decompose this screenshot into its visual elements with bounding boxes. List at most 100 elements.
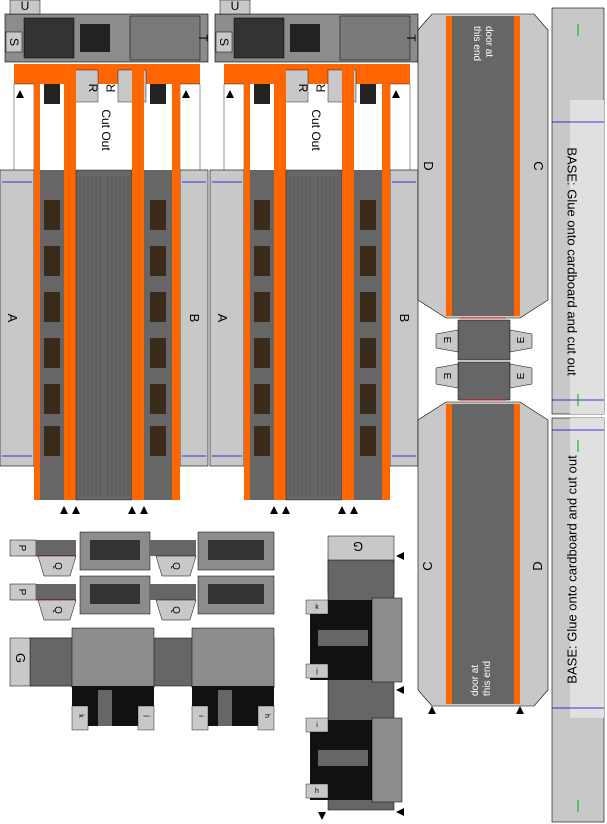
base-strip bbox=[551, 7, 605, 823]
car-2-side-a-label: A bbox=[215, 313, 230, 323]
car-1-guides bbox=[2, 181, 206, 457]
car-2-r2-label: R bbox=[314, 83, 328, 93]
q-label-1: Q bbox=[52, 562, 63, 570]
car-2-u-label: U bbox=[230, 0, 240, 13]
g-label-left: G bbox=[13, 652, 28, 664]
small-label-j-left: j bbox=[143, 715, 150, 717]
small-label-h-right: h bbox=[315, 788, 319, 795]
e-tab-3-label: E bbox=[441, 372, 452, 380]
car-2-grille-l bbox=[254, 84, 270, 104]
p-bar-3 bbox=[150, 584, 196, 600]
e-tab-2 bbox=[509, 329, 533, 353]
vbogie-inner-1 bbox=[318, 630, 368, 646]
car-2-t-label: T bbox=[404, 34, 418, 42]
small-label-k-left: k bbox=[77, 714, 84, 718]
car-2-side-b-label: B bbox=[397, 313, 412, 323]
small-tab-i-left bbox=[191, 705, 209, 731]
bogie-3-dark bbox=[90, 584, 140, 604]
cd-lower-d-label: D bbox=[530, 561, 545, 571]
e-tab-3 bbox=[435, 363, 459, 389]
bogie-1-dark bbox=[90, 540, 140, 560]
car-1-outer-orange-r bbox=[172, 64, 180, 500]
car-1-unfold bbox=[0, 0, 209, 514]
car-2-windows-right bbox=[360, 200, 376, 456]
cd-strip bbox=[417, 13, 549, 714]
p-label-2: P bbox=[16, 588, 27, 596]
cd-arrows bbox=[428, 706, 524, 714]
car-1-body-right-orange bbox=[132, 64, 144, 500]
car-2-grille-r bbox=[360, 84, 376, 104]
bogie-lower-1-inner bbox=[98, 690, 112, 726]
cd-upper-orange-r bbox=[514, 16, 520, 316]
small-label-j-right: j bbox=[316, 668, 318, 675]
e-tab-4-label: E bbox=[516, 372, 527, 380]
car-2-unfold bbox=[209, 0, 419, 514]
car-2-outer-orange-l bbox=[244, 64, 250, 500]
car-1-side-a-label: A bbox=[5, 313, 20, 323]
car-1-r1-label: R bbox=[86, 83, 100, 93]
cd-upper-d-label: D bbox=[421, 161, 436, 171]
base-top-text: BASE: Glue onto cardboard and cut out bbox=[564, 147, 580, 376]
car-2-cab-roof bbox=[290, 24, 320, 52]
car-2-body-roof bbox=[285, 169, 343, 501]
base-top-inner bbox=[570, 100, 604, 414]
car-1-nose-orange bbox=[14, 64, 200, 84]
e-tab-1-label: E bbox=[441, 336, 452, 344]
base-bottom-text: BASE: Glue onto cardboard and cut out bbox=[564, 455, 580, 684]
e-tab-2-label: E bbox=[516, 336, 527, 344]
car-1-u-tab bbox=[9, 0, 41, 15]
car-1-body-left-orange bbox=[64, 64, 76, 500]
car-2-s-tab bbox=[215, 31, 233, 53]
cd-mid-block-2 bbox=[457, 361, 511, 401]
small-label-h-left: h bbox=[263, 714, 270, 718]
p-bar-1 bbox=[36, 540, 76, 556]
car-2-s-label: S bbox=[217, 37, 231, 46]
vsmall-tab-h bbox=[305, 783, 329, 799]
car-1-side-b-label: B bbox=[187, 313, 202, 323]
small-label-i-right: i bbox=[316, 722, 318, 729]
q-tab-2 bbox=[155, 555, 197, 577]
car-2-outer-orange-r bbox=[382, 64, 390, 500]
car-1-outer-orange-l bbox=[34, 64, 40, 500]
car-1-r2-label: R bbox=[104, 83, 118, 93]
cd-lower-dark bbox=[446, 404, 520, 704]
car-2-roof-ribs bbox=[289, 176, 339, 496]
car-2-cut-out-label: Cut Out bbox=[309, 109, 323, 151]
car-2-cab-dark bbox=[233, 17, 285, 59]
q-tab-4 bbox=[155, 599, 197, 621]
bogie-2-dark bbox=[208, 540, 264, 560]
car-1-top-right bbox=[129, 15, 201, 61]
q-label-2: Q bbox=[170, 562, 181, 570]
car-1-cut-out-label: Cut Out bbox=[99, 109, 113, 151]
car-1-grille-r bbox=[150, 84, 166, 104]
car-2-body-right-orange bbox=[342, 64, 354, 500]
base-bottom-inner bbox=[570, 418, 604, 718]
car-1-roof-ribs bbox=[79, 176, 129, 496]
q-label-3: Q bbox=[52, 606, 63, 614]
bogie-parts-left bbox=[9, 531, 275, 731]
p-label-1: P bbox=[16, 544, 27, 552]
p-bar-2a bbox=[150, 540, 196, 556]
car-1-cab-dark bbox=[23, 17, 75, 59]
small-tab-h-left bbox=[257, 705, 275, 731]
small-tab-j-left bbox=[137, 705, 155, 731]
car-2-windows-left bbox=[254, 200, 270, 456]
car-1-s-label: S bbox=[7, 37, 21, 46]
vbogie-inner-2 bbox=[318, 750, 368, 766]
vbogie-frame-2 bbox=[371, 717, 403, 803]
vbogie-frame-1 bbox=[371, 597, 403, 683]
car-2-side-b bbox=[389, 169, 419, 467]
cd-lower-c-label: C bbox=[420, 561, 435, 571]
p-bar-2 bbox=[36, 584, 76, 600]
cd-upper-orange-l bbox=[446, 16, 452, 316]
car-2-side-a bbox=[209, 169, 245, 467]
car-2-top-right bbox=[339, 15, 411, 61]
cd-lower-orange-r bbox=[514, 404, 520, 704]
car-1-arrows bbox=[16, 90, 190, 514]
q-label-4: Q bbox=[170, 606, 181, 614]
small-tab-k-left bbox=[71, 705, 89, 731]
car-1-grille-l bbox=[44, 84, 60, 104]
vsmall-tab-j bbox=[305, 663, 329, 679]
car-2-guides bbox=[212, 181, 416, 457]
car-1-windows-left bbox=[44, 200, 60, 456]
